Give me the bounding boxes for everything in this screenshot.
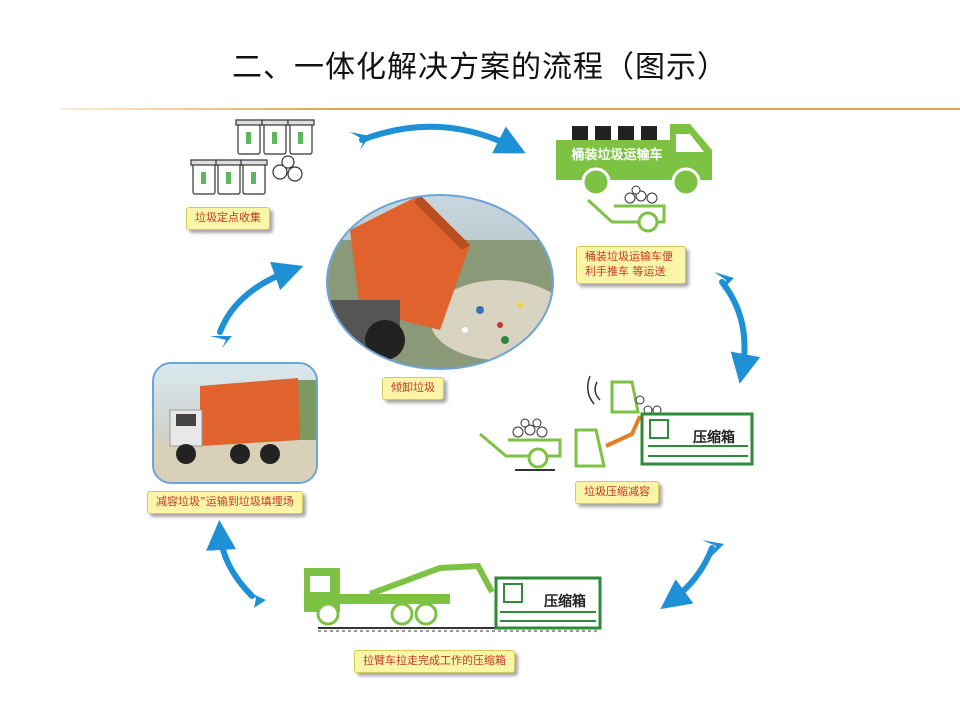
arrow-left-lower [206,520,255,599]
label-bin-transport: 桶装垃圾运输车便利手推车 等运送 [576,246,686,284]
arrow-right-lower [660,545,715,610]
arrow-left-upper [217,261,304,335]
orange-truck-photo [152,362,318,484]
arrow-tails [210,132,734,608]
flow-arrows [206,123,761,610]
label-dump-garbage: 倾卸垃圾 [382,377,444,400]
arrow-top [359,123,526,154]
compression-station-icon [479,375,754,471]
hook-lift-truck-icon [304,562,602,632]
page-title: 二、一体化解决方案的流程（图示） [232,50,728,85]
trash-bins-icon [190,119,315,195]
compression-box-label-2: 压缩箱 [544,593,586,610]
arrow-right-upper [719,279,761,384]
bin-transport-truck-icon [556,124,712,197]
label-hook-lift-removal: 拉臂车拉走完成工作的压缩箱 [354,650,515,673]
label-transport-to-landfill: 减容垃圾”运输到垃圾填埋场 [147,491,303,514]
compression-box-label-1: 压缩箱 [693,429,735,446]
label-point-collection: 垃圾定点收集 [186,207,270,230]
dumping-photo [326,194,554,370]
label-compression: 垃圾压缩减容 [575,481,659,504]
title-divider [60,108,960,110]
handcart-icon [586,185,666,233]
truck-sign: 桶装垃圾运输车 [570,147,662,163]
